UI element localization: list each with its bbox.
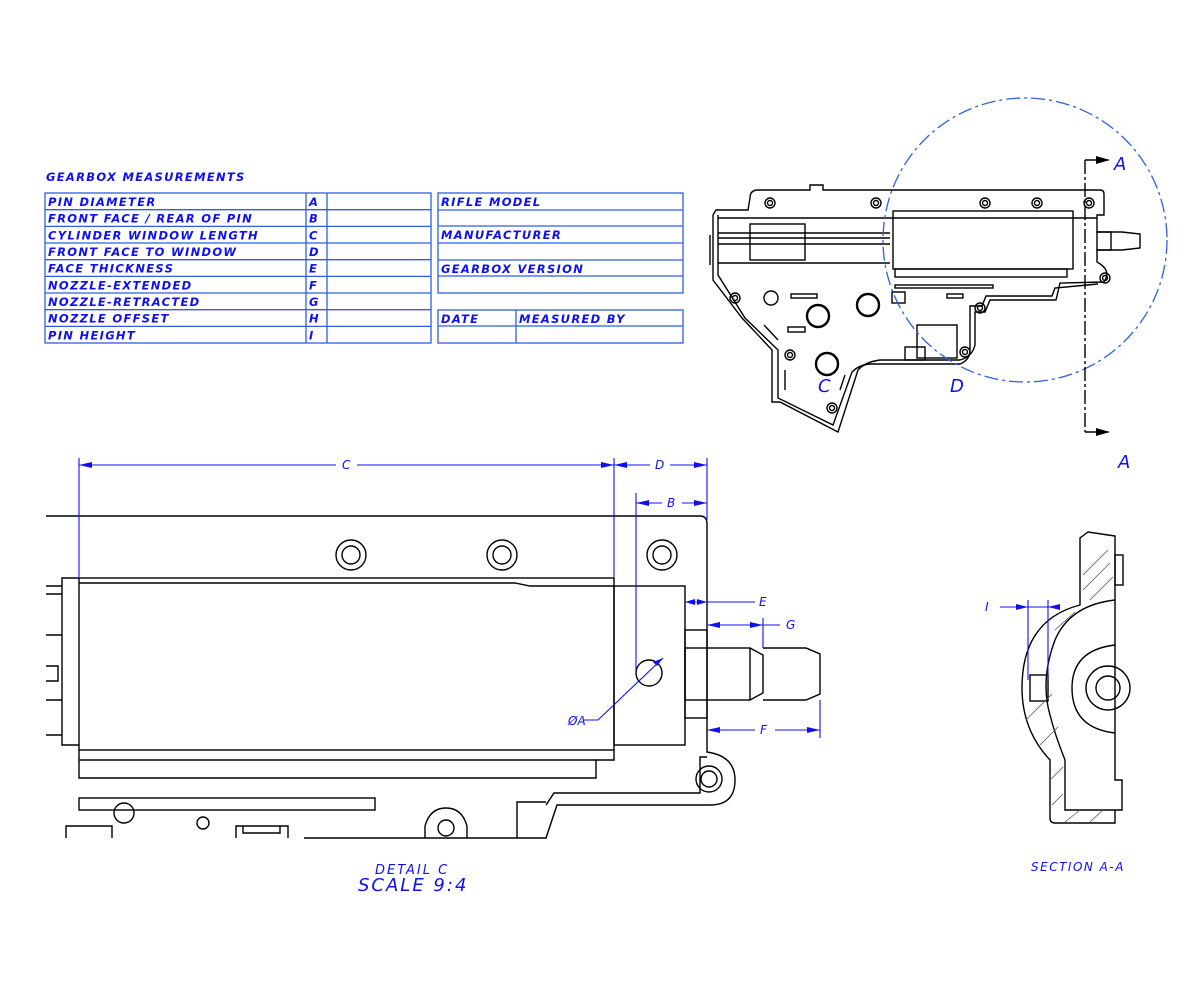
screw-hole	[872, 199, 880, 207]
measurement-code: F	[309, 278, 318, 292]
screw-hole	[961, 348, 969, 356]
dim-g: G	[786, 618, 795, 632]
section-label-bottom: A	[1117, 452, 1130, 473]
measurement-label: PIN HEIGHT	[48, 328, 136, 342]
dim-b: B	[667, 496, 675, 510]
overview-label-d: D	[950, 376, 964, 397]
gearbox-version-label: GEARBOX VERSION	[441, 262, 584, 276]
measurement-label: CYLINDER WINDOW LENGTH	[48, 228, 259, 242]
detail-c-view	[46, 515, 821, 839]
screw-hole	[1085, 199, 1093, 207]
screw-hole	[1099, 272, 1111, 284]
screw-hole	[1033, 199, 1041, 207]
dim-c: C	[342, 458, 351, 472]
screw-hole	[976, 304, 984, 312]
detail-caption-scale: SCALE 9:4	[358, 875, 468, 896]
measurement-code: C	[309, 228, 319, 242]
screw-hole	[974, 302, 986, 314]
measurement-code: G	[309, 295, 320, 309]
measurement-code: A	[308, 195, 319, 209]
measurement-code: E	[309, 262, 318, 276]
measurement-label: PIN DIAMETER	[48, 195, 157, 209]
section-line: A A	[1084, 154, 1130, 473]
measurement-code: H	[309, 312, 320, 326]
measurement-code: D	[309, 245, 320, 259]
measurement-code: B	[309, 212, 319, 226]
screw-hole	[979, 197, 991, 209]
screw-hole	[729, 292, 741, 304]
section-a-a-view: I	[985, 531, 1131, 824]
measurement-label: FRONT FACE / REAR OF PIN	[48, 212, 253, 226]
measured-by-label: MEASURED BY	[519, 312, 626, 326]
detail-caption-title: DETAIL C	[375, 863, 449, 878]
screw-hole	[828, 404, 836, 412]
measurement-label: NOZZLE-EXTENDED	[48, 278, 193, 292]
screw-hole	[786, 351, 794, 359]
section-label-top: A	[1113, 154, 1126, 175]
table-title: GEARBOX MEASUREMENTS	[46, 170, 246, 184]
overview-label-c: C	[818, 376, 831, 397]
screw-hole	[870, 197, 882, 209]
dim-d: D	[655, 458, 664, 472]
screw-hole	[826, 402, 838, 414]
info-table: RIFLE MODEL MANUFACTURER GEARBOX VERSION…	[437, 192, 684, 344]
section-caption: SECTION A-A	[1031, 860, 1125, 874]
screw-hole	[1083, 197, 1095, 209]
measurement-label: NOZZLE-RETRACTED	[48, 295, 200, 309]
screw-hole	[766, 199, 774, 207]
measurement-label: NOZZLE OFFSET	[48, 312, 170, 326]
screw-hole	[731, 294, 739, 302]
screw-hole	[1031, 197, 1043, 209]
screw-hole	[764, 197, 776, 209]
measurement-label: FRONT FACE TO WINDOW	[48, 245, 237, 259]
detail-circle	[882, 97, 1168, 383]
measurements-table: GEARBOX MEASUREMENTS PIN DIAMETER A FRONT …	[44, 170, 432, 344]
dim-e: E	[759, 595, 767, 609]
dim-f: F	[760, 723, 768, 737]
manufacturer-label: MANUFACTURER	[441, 228, 562, 242]
measurement-label: FACE THICKNESS	[48, 262, 174, 276]
gearbox-overview: C D	[709, 184, 1141, 434]
screw-hole	[784, 349, 796, 361]
screw-hole	[981, 199, 989, 207]
date-label: DATE	[441, 312, 479, 326]
dim-a: ØA	[567, 714, 586, 728]
measurement-code: I	[309, 328, 315, 342]
screw-hole	[1101, 274, 1109, 282]
dim-i: I	[985, 600, 989, 614]
detail-dimensions: C D B E G F ØA	[78, 458, 821, 738]
screw-hole	[959, 346, 971, 358]
rifle-model-label: RIFLE MODEL	[441, 195, 541, 209]
